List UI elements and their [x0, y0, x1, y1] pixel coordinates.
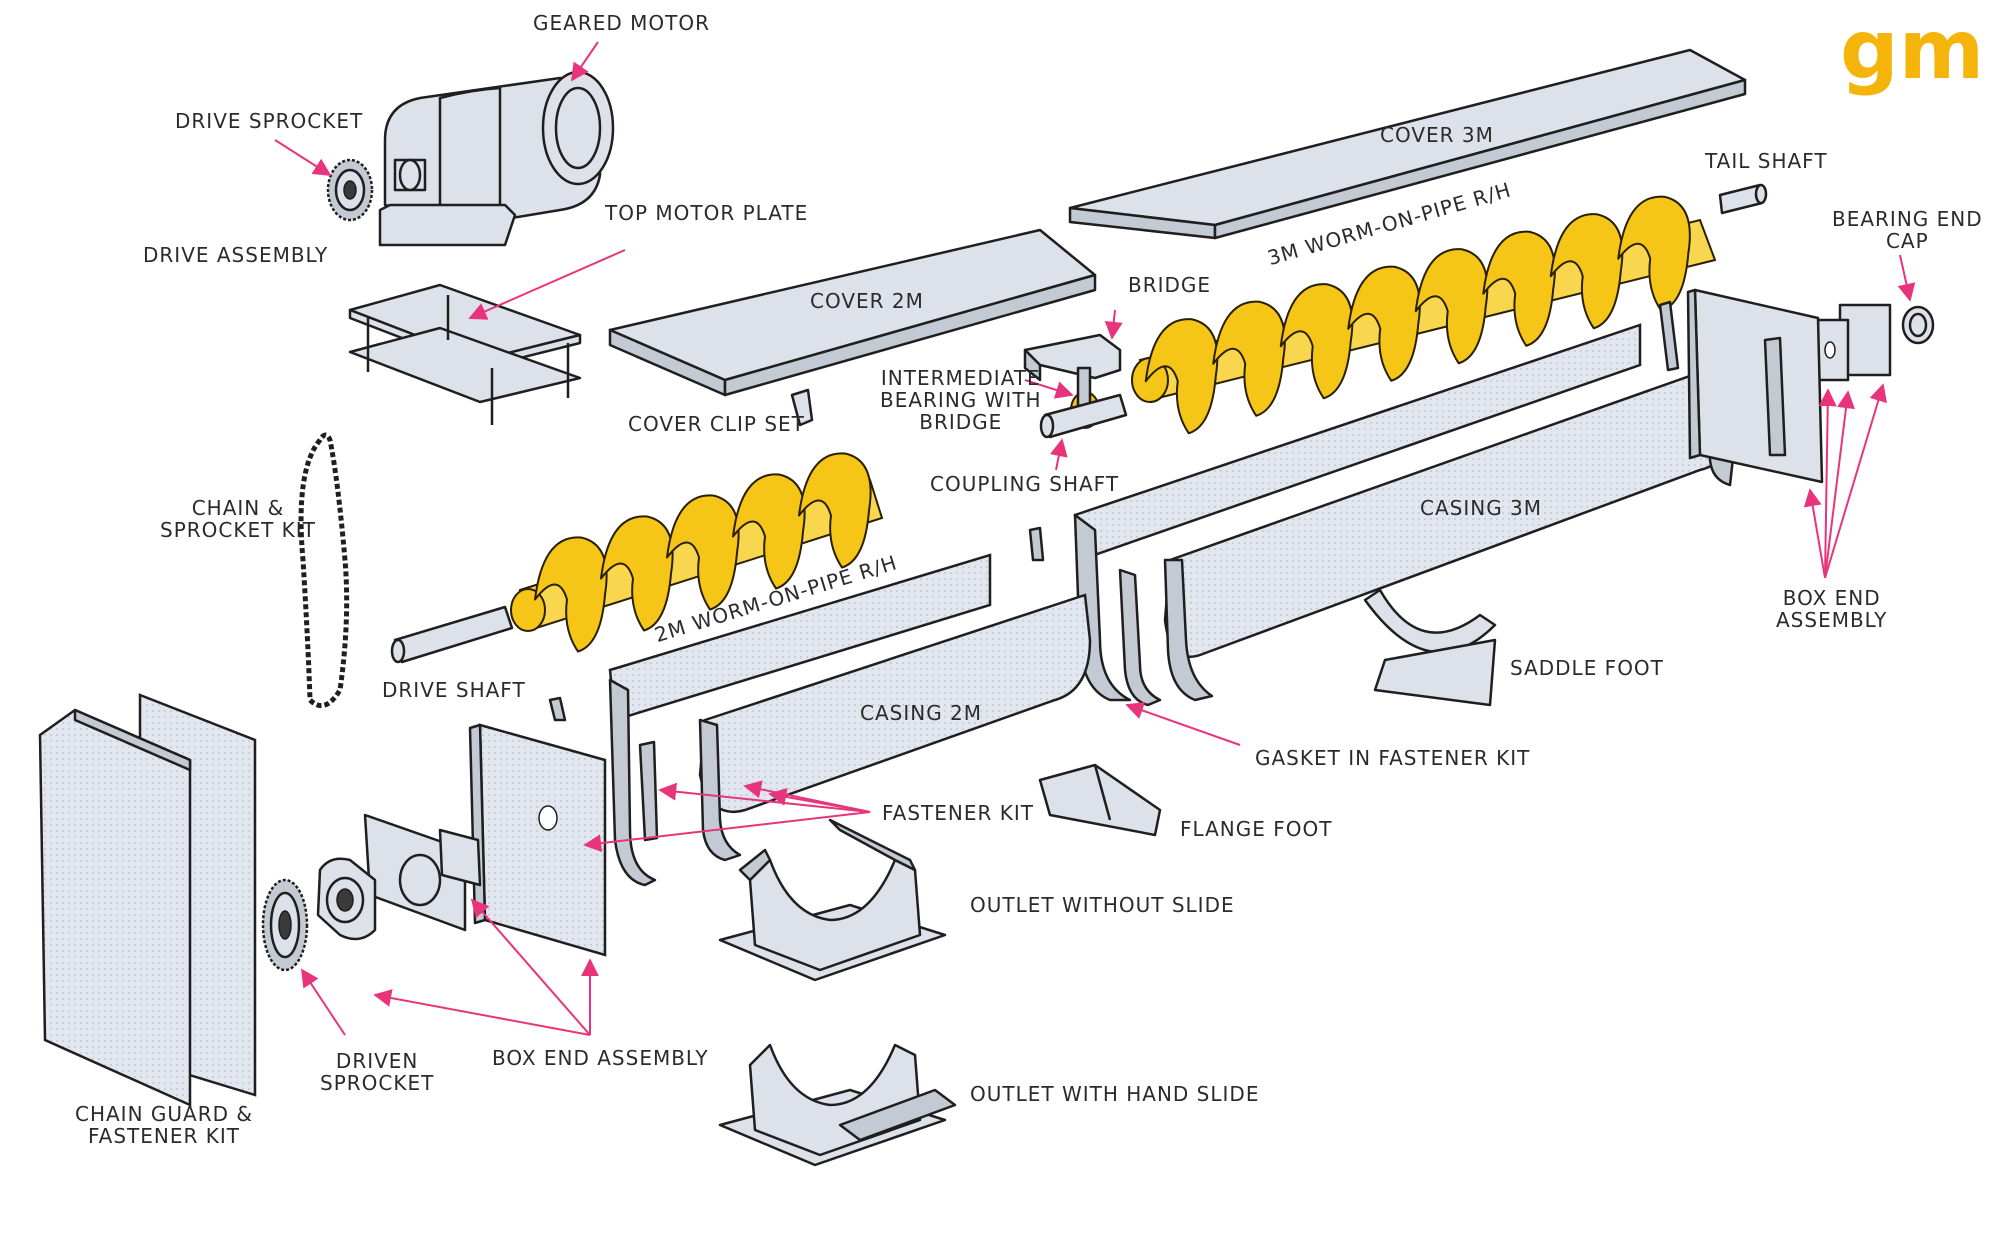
- worm-flight: [1482, 230, 1556, 347]
- label-driven-sprocket: DRIVEN SPROCKET: [320, 1049, 435, 1095]
- cover-3m: [1068, 48, 1747, 240]
- worm-flight: [534, 536, 608, 653]
- top-motor-plate: [348, 283, 582, 425]
- worm-flight: [732, 473, 806, 590]
- chain-guard: [38, 693, 257, 1107]
- leader-arrows: [274, 41, 1916, 1036]
- label-drive-shaft: DRIVE SHAFT: [382, 678, 526, 702]
- drive-sprocket: [326, 158, 374, 222]
- label-casing-3m: CASING 3M: [1420, 496, 1543, 520]
- label-gasket-in-fastener-kit: GASKET IN FASTENER KIT: [1255, 746, 1531, 770]
- worm-flight: [1347, 265, 1421, 382]
- gm-logo-text: gm: [1840, 8, 1984, 98]
- worm-flight: [1212, 300, 1286, 417]
- label-cover-3m: COVER 3M: [1380, 123, 1494, 147]
- drive-shaft: [390, 605, 514, 664]
- label-cover-clip-set: COVER CLIP SET: [628, 412, 805, 436]
- box-end-left-flange: [316, 857, 377, 941]
- driven-sprocket: [261, 878, 309, 972]
- label-top-motor-plate: TOP MOTOR PLATE: [605, 201, 809, 225]
- worm-flight: [1549, 213, 1624, 330]
- cover-clip: [790, 388, 814, 427]
- label-drive-assembly: DRIVE ASSEMBLY: [143, 243, 329, 267]
- box-end-left-plate: [468, 696, 607, 957]
- flange-foot: [1038, 763, 1162, 837]
- chain: [298, 432, 350, 709]
- box-end-right: [1686, 288, 1824, 484]
- tail-shaft: [1718, 183, 1768, 215]
- worm-flight: [666, 494, 740, 611]
- bearing-end-cap: [1816, 303, 1935, 382]
- gm-logo: gm: [1840, 8, 1984, 98]
- label-drive-sprocket: DRIVE SPROCKET: [175, 109, 364, 133]
- label-chain-guard: CHAIN GUARD & FASTENER KIT: [75, 1102, 253, 1148]
- casing-3m-flanges: [1028, 300, 1680, 707]
- label-fastener-kit: FASTENER KIT: [882, 801, 1034, 825]
- label-box-end-assembly-right: BOX END ASSEMBLY: [1776, 586, 1888, 632]
- worm-3m: [1131, 195, 1717, 435]
- label-bearing-end-cap: BEARING END CAP: [1832, 207, 1983, 253]
- label-coupling-shaft: COUPLING SHAFT: [930, 472, 1120, 496]
- label-bridge: BRIDGE: [1128, 273, 1212, 297]
- worm-flight: [1414, 248, 1489, 365]
- coupling-shaft: [1039, 393, 1128, 439]
- geared-motor: [378, 70, 615, 247]
- label-casing-2m: CASING 2M: [860, 701, 983, 725]
- worm-flight: [1279, 283, 1354, 400]
- box-end-left-bearing: [363, 813, 482, 932]
- label-intermediate-bearing: INTERMEDIATE BEARING WITH BRIDGE: [880, 366, 1042, 434]
- label-chain-sprocket-kit: CHAIN & SPROCKET KIT: [160, 496, 316, 542]
- label-tail-shaft: TAIL SHAFT: [1705, 149, 1828, 173]
- label-outlet-without-slide: OUTLET WITHOUT SLIDE: [970, 893, 1235, 917]
- cover-2m: [608, 228, 1097, 397]
- label-geared-motor: GEARED MOTOR: [533, 11, 710, 35]
- label-outlet-with-hand-slide: OUTLET WITH HAND SLIDE: [970, 1082, 1260, 1106]
- label-flange-foot: FLANGE FOOT: [1180, 817, 1333, 841]
- bridge: [1023, 333, 1122, 382]
- worm-flight: [798, 452, 872, 569]
- label-box-end-assembly-left: BOX END ASSEMBLY: [492, 1046, 709, 1070]
- outlet-without-slide: [718, 818, 947, 982]
- outlet-with-hand-slide: [718, 1043, 957, 1167]
- label-cover-2m: COVER 2M: [810, 289, 924, 313]
- worm-flight: [1144, 318, 1219, 435]
- label-saddle-foot: SADDLE FOOT: [1510, 656, 1664, 680]
- worm-flight: [600, 515, 674, 632]
- saddle-foot: [1363, 588, 1497, 707]
- worm-2m: [510, 452, 884, 653]
- worm-flight: [1617, 195, 1691, 312]
